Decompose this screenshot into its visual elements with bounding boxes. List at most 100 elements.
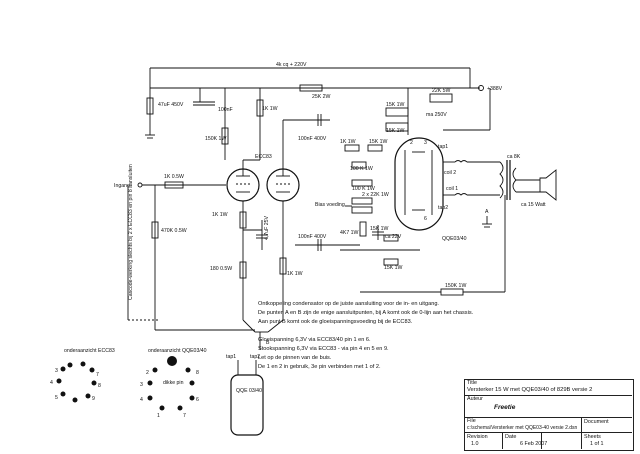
coil1-label: coil 1 [446,186,458,192]
socket-left-title: onderaanzicht ECC83 [64,348,115,354]
tube-pin-6: 6 [424,216,427,222]
tb-sheets-label: Sheets [584,434,601,440]
resistor-100k-a [351,161,367,169]
qqe-pin-7: 7 [183,413,186,419]
note-line-5: Stookspanning 6,3V via ECC83 - via pin 4… [258,346,389,352]
r-4k7-label: 4K7 1W [340,230,359,236]
r-25k-label: 25K 2W [312,94,331,100]
qqe-pin-3: 3 [140,382,143,388]
tb-date-value: 6 Feb 2007 [520,441,548,447]
cap-100n-out-label: 100nF 400V [298,136,327,142]
note-line-7: De 1 en 2 in gebruik, 3e pin verbinden m… [258,364,381,370]
qqe-socket [147,356,195,411]
r-470k-label: 470K 0.5W [161,228,187,234]
speaker-icon [539,169,557,201]
tb-sheets-value: 1 of 1 [590,441,604,447]
resistor-4k7 [359,221,367,237]
resistor-1k-b [279,257,287,275]
ecc83-pin-8: 8 [98,383,101,389]
resistor-100k-b [351,179,373,187]
tb-title-value: Versterker 15 W met QQE03/40 of 829B ver… [467,387,593,393]
top-supply-label: 4k cq + 220V [276,62,307,68]
tb-title-label: Title [467,380,477,386]
spk-imp-label: ca 8K [507,154,521,160]
resistor-15k-top [385,107,409,117]
b-plus-label: +388V [487,86,503,92]
resistor-1k-grid [239,211,247,229]
coil2-winding [454,160,468,163]
qqe-pin-8: 8 [196,370,199,376]
cap-47-cathode-label: 4,7uF 25V [264,216,270,240]
ecc83-pin-4: 4 [50,380,53,386]
r-15k-lower-label: 15K 1W [384,265,403,271]
tb-author-label: Auteur [467,396,483,402]
tap1-label: tap1 [438,144,448,150]
r-1k-b-label: 1K 1W [287,271,303,277]
r-100k-b-label: 100 K 1W [352,186,375,192]
tube-pin-3: 3 [424,140,427,146]
tb-revision-value: 1.0 [471,441,479,447]
spk-out-label: ca 15 Watt [521,202,546,208]
qqe-pin-1: 1 [157,413,160,419]
resistor-22k-top [429,93,453,103]
socket-mid-sub: dikke pin [163,380,184,386]
input-jack[interactable] [137,182,143,188]
resistor-180 [239,261,247,279]
tap2-label: tap2 [438,205,448,211]
ecc83-socket [56,361,97,403]
pin-a-label: A [485,209,489,215]
r-180-label: 180 0.5W [210,266,232,272]
resistor-1k-bias [344,144,360,152]
cap-47-label: 47uF 450V [158,102,184,108]
r-22k-mid-label: 2 x 22K 1W [362,192,389,198]
tube-glass [230,374,264,436]
note-line-2: De punten A en B zijn de enige aansluitp… [258,310,474,316]
r-1k-in-label: 1K 0.5W [164,174,184,180]
power-tube-label: QQE03/40 [442,236,467,242]
r-15k-top2-label: 15K 1W [386,128,405,134]
qqe-pin-4: 4 [140,397,143,403]
coil1-winding [454,193,468,196]
r-15k-top-label: 15K 1W [386,102,405,108]
tube-glass-label: QQE 03/40 [236,388,262,394]
resistor-150k-out [440,288,464,296]
r-1k-bias-label: 1K 1W [340,139,356,145]
resistor-47 [351,206,373,214]
tb-date-label: Date [505,434,517,440]
qqe-pin-2: 2 [146,370,149,376]
note-line-3: Aan punt B komt ook de gloeispanningsvoe… [258,319,413,325]
input-label: Ingang [114,183,130,189]
coil2-label: coil 2 [444,170,456,176]
note-line-6: Let op de pinnen van de buis. [258,355,332,361]
resistor-1k-input [164,181,184,189]
resistor-25k [299,84,323,92]
glass-tap2-label: tap2 [250,354,260,360]
note-line-4: Gloeispanning 6,3V via ECC83/40 pin 1 en… [258,337,371,343]
r-1k-label: 1K 1W [262,106,278,112]
note-line-1: Ontkoppeling condensator op de juiste aa… [258,301,439,307]
socket-mid-title: onderaanzicht QQE03/40 [148,348,207,354]
tube-pin-2: 2 [410,140,413,146]
tb-document-label: Document [584,419,609,425]
ecc83-pin-3: 3 [55,368,58,374]
qqe-pin-6: 6 [196,397,199,403]
resistor-470k [151,221,159,239]
b-plus-terminal [478,85,484,91]
output-transformer-primary [499,161,504,199]
tb-file-value: c:\schema\Versterker met QQE03-40 versie… [467,425,578,431]
r-15k-low-label: 15K 1W [370,226,389,232]
ecc83-pin-5: 5 [55,395,58,401]
ecc83-pin-7: 7 [96,372,99,378]
r-15k-bias-label: 15K 1W [369,139,388,145]
title-block [464,379,634,451]
r-1k-grid-label: 1K 1W [212,212,228,218]
resistor-150k [221,127,229,145]
tb-revision-label: Revision [467,434,488,440]
output-transformer-secondary [512,167,517,193]
ecc83-label: ECC83 [255,154,272,160]
left-vertical-note: Cascode-werking slechts bij 2 x ECC83 en… [128,164,134,300]
bias-label: Bias voeding [315,202,345,208]
tb-file-label: File [467,418,476,424]
pin-b-label: B [266,340,270,346]
